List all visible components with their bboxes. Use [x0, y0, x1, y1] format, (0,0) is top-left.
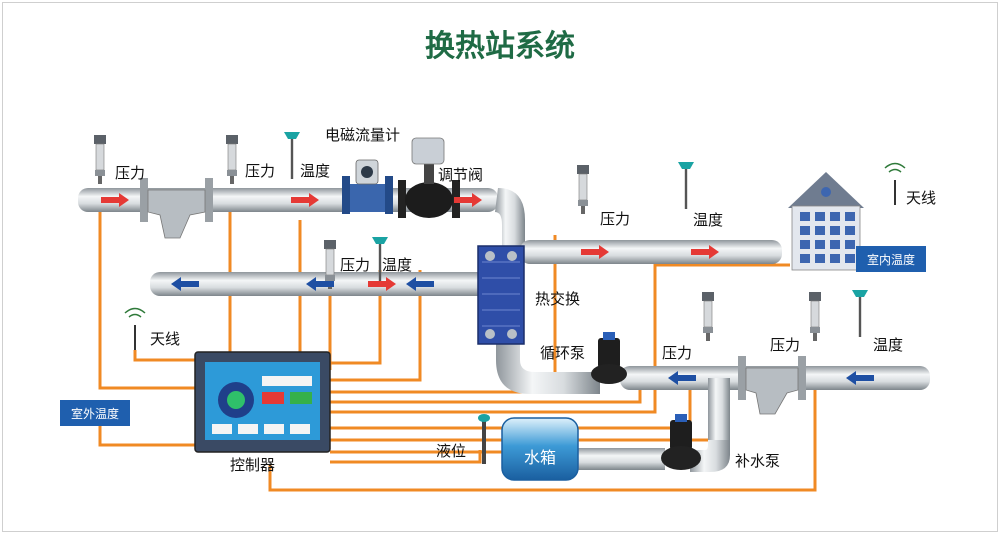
pressure-label: 压力	[115, 164, 145, 182]
controller-icon	[194, 351, 331, 453]
makeup-pump-icon	[661, 414, 701, 470]
diagram-title: 换热站系统	[425, 29, 575, 64]
level-sensor-icon	[478, 414, 490, 464]
pressure-sensor-icon	[93, 134, 107, 185]
controller-label: 控制器	[230, 456, 275, 474]
antenna-label: 天线	[906, 189, 936, 207]
heat-exchanger-label: 热交换	[535, 290, 580, 308]
indoor-temp-box	[856, 246, 926, 272]
antenna-icon	[124, 307, 146, 350]
pressure-label: 压力	[662, 344, 692, 362]
temperature-label: 温度	[693, 211, 723, 229]
water-tank-icon	[501, 417, 579, 481]
temperature-sensor-icon	[284, 132, 300, 179]
flowmeter-label: 电磁流量计	[325, 126, 400, 144]
pressure-label: 压力	[245, 162, 275, 180]
indoor-temp-label: 室内温度	[867, 252, 915, 267]
temperature-label: 温度	[382, 256, 412, 274]
pressure-sensor-icon	[808, 291, 822, 342]
heat-exchanger-icon	[477, 245, 525, 345]
antenna-icon	[884, 162, 906, 205]
y-strainer-left	[140, 178, 213, 239]
control-valve-label: 调节阀	[438, 166, 483, 184]
outdoor-temp-box	[60, 400, 130, 426]
pressure-sensor-icon	[225, 134, 239, 185]
pressure-label: 压力	[340, 256, 370, 274]
circulation-pump-icon	[591, 332, 627, 384]
makeup-pump-label: 补水泵	[735, 452, 780, 470]
temperature-sensor-icon	[678, 162, 694, 209]
pressure-label: 压力	[600, 210, 630, 228]
y-strainer-right	[738, 356, 806, 415]
building-icon	[788, 172, 864, 271]
temperature-label: 温度	[300, 162, 330, 180]
pressure-label: 压力	[770, 336, 800, 354]
outdoor-temp-label: 室外温度	[71, 406, 119, 421]
pressure-sensor-icon	[701, 291, 715, 342]
antenna-label: 天线	[150, 330, 180, 348]
pressure-sensor-icon	[576, 164, 590, 215]
temperature-sensor-icon	[852, 290, 868, 337]
level-label: 液位	[436, 442, 466, 460]
circulation-pump-label: 循环泵	[540, 344, 585, 362]
temperature-label: 温度	[873, 336, 903, 354]
water-tank-label: 水箱	[524, 448, 556, 467]
flowmeter-icon	[342, 159, 393, 214]
